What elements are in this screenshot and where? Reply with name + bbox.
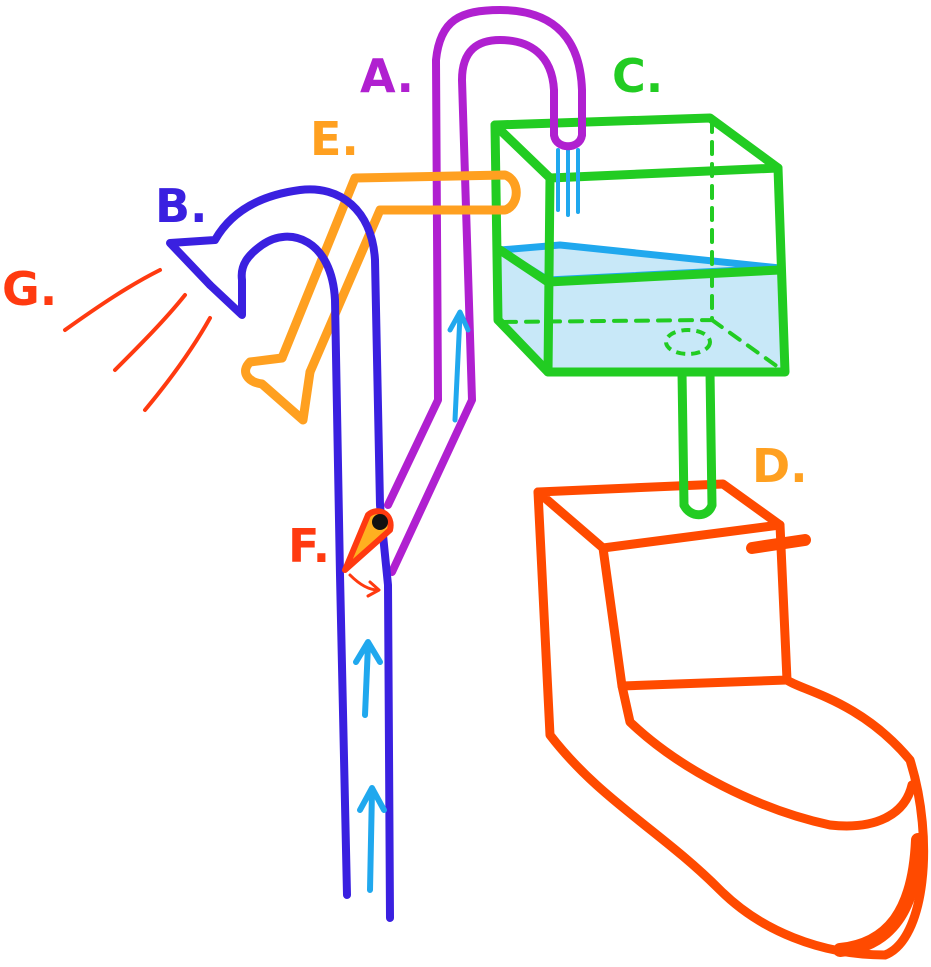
pipe-a-outlet [550,131,586,151]
toilet-tank-edge [598,520,785,553]
toilet [533,479,929,960]
downpipe-bottom [679,500,717,520]
label-f: F. [288,519,330,573]
pipe-b [166,185,394,922]
label-g: G. [2,262,57,316]
up-arrow-icon [353,639,383,718]
up-arrow-icon [447,309,471,423]
label-d: D. [752,439,808,493]
pipe-a [384,6,586,576]
toilet-body-outline [533,487,929,960]
tank [490,113,790,377]
downpipe [677,367,717,520]
valve-f [342,508,394,598]
toilet-seat-outline [617,681,917,831]
label-e: E. [310,112,359,166]
downpipe-right-wall [705,367,717,510]
pipe-b-right-wall [166,185,394,922]
pipe-a-inner-wall [388,36,558,576]
spray-lines-icon [63,268,212,412]
downpipe-left-wall [677,367,689,510]
label-a: A. [360,49,414,103]
toilet-front-thick-stroke [833,833,925,957]
spray-line [63,268,162,332]
label-c: C. [612,49,663,103]
pipe-e-nozzle [241,353,315,425]
tank-hidden-edges [496,118,787,374]
toilet-tank-outline [533,479,792,691]
pipe-a-outer-wall [384,6,586,509]
spray-line [113,293,187,372]
pipe-b-left-wall [206,232,351,899]
pipe-e [241,170,521,425]
pipe-e-upper-wall [277,170,521,377]
valve-direction-arrow-icon [348,573,381,598]
spray-line [143,316,212,412]
water-stream [556,148,580,217]
flush-handle-icon [746,534,811,554]
tank-drain-hole [664,328,712,356]
tank-water-edge [495,245,785,287]
up-arrow-icon [357,785,387,893]
label-b: B. [155,179,208,233]
valve-hinge [372,514,388,530]
